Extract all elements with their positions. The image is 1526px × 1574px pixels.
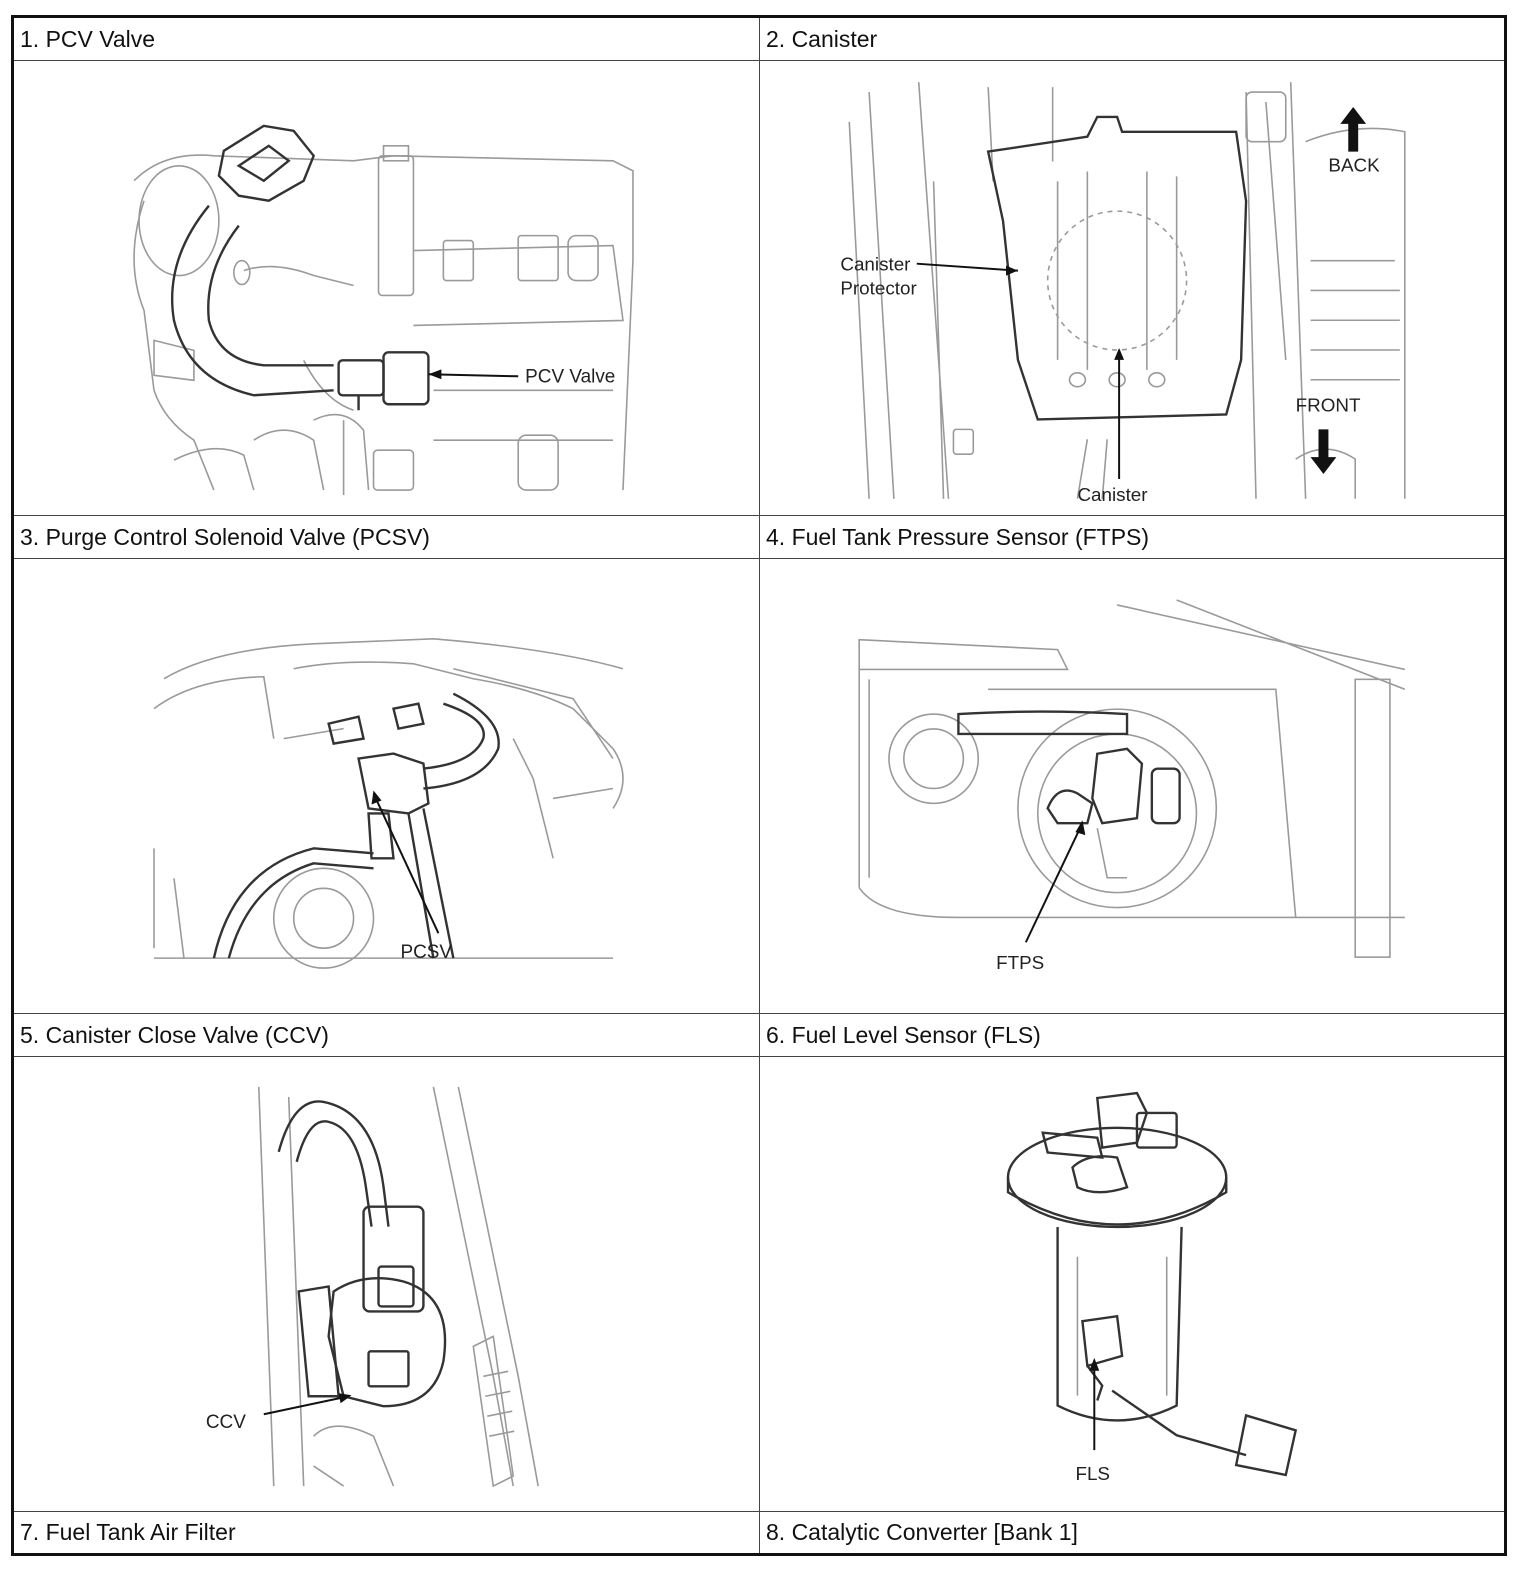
title-catalytic-converter: 8. Catalytic Converter [Bank 1] (766, 1519, 1078, 1545)
callout-ccv: CCV (206, 1412, 246, 1433)
title-ftps: 4. Fuel Tank Pressure Sensor (FTPS) (760, 516, 1504, 559)
callout-fls: FLS (1075, 1463, 1110, 1484)
ccv-illustration: CCV (206, 1086, 539, 1488)
title-ccv: 5. Canister Close Valve (CCV) (14, 1014, 760, 1057)
figure-canister: BACK FRONT Canister Protector Canister (760, 61, 1504, 516)
canister-illustration: BACK FRONT Canister Protector Canister (840, 82, 1406, 505)
figure-ccv: CCV (14, 1057, 760, 1512)
callout-ftps: FTPS (996, 952, 1044, 973)
callout-canister: Canister (1077, 484, 1147, 505)
title-pcsv: 3. Purge Control Solenoid Valve (PCSV) (14, 516, 760, 559)
callout-canister-protector-line2: Protector (840, 277, 916, 298)
ftps-illustration: FTPS (858, 599, 1406, 973)
callout-pcv-valve: PCV Valve (525, 366, 615, 387)
figure-pcsv: PCSV (14, 559, 760, 1014)
callout-pcsv: PCSV (400, 942, 452, 963)
pcv-valve-illustration: PCV Valve (133, 124, 634, 496)
component-table: 1. PCV Valve 2. Canister (11, 15, 1507, 1556)
title-pcv-valve: 1. PCV Valve (14, 18, 760, 61)
figure-ftps: FTPS (760, 559, 1504, 1014)
callout-front: FRONT (1296, 395, 1361, 416)
fls-illustration: FLS (1006, 1091, 1298, 1484)
title-fuel-tank-air-filter: 7. Fuel Tank Air Filter (14, 1512, 760, 1553)
callout-canister-protector-line1: Canister (840, 254, 910, 275)
figure-pcv-valve: PCV Valve (14, 61, 760, 516)
title-canister: 2. Canister (760, 18, 1504, 61)
callout-back: BACK (1328, 154, 1380, 175)
figure-fls: FLS (760, 1057, 1504, 1512)
pcsv-illustration: PCSV (153, 638, 624, 969)
title-fls: 6. Fuel Level Sensor (FLS) (760, 1014, 1504, 1057)
